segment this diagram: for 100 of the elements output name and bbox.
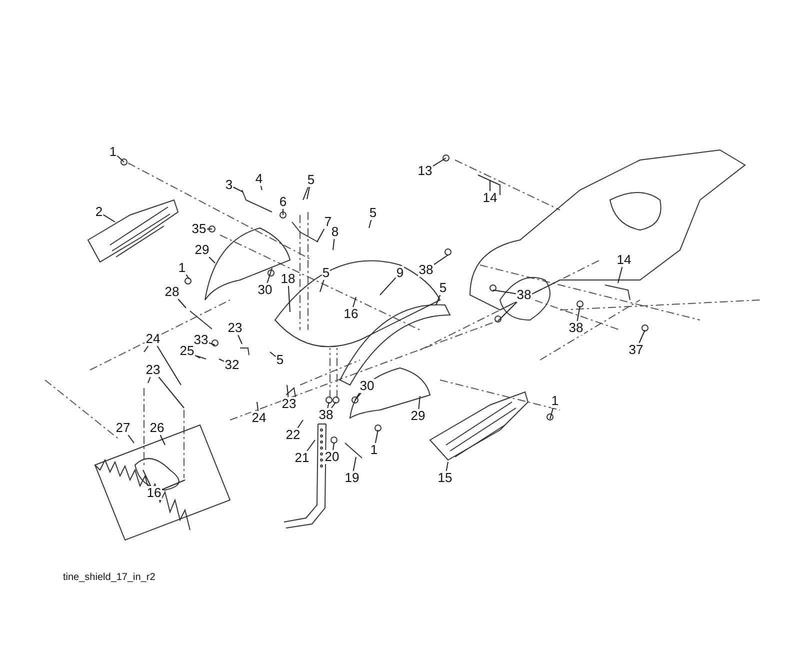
callout-number: 14 [616,253,632,267]
leader-line [102,214,116,222]
leader-line [332,238,335,250]
callout-number: 32 [224,358,240,372]
callout-number: 9 [396,266,404,280]
leader-line [144,346,149,352]
leader-line [156,346,182,386]
leader-line [638,330,646,344]
callout-number: 23 [145,363,161,377]
callout-number: 18 [280,272,296,286]
callout-number: 1 [370,443,378,457]
callout-number: 7 [324,215,332,229]
callout-number: 1 [108,145,118,159]
leader-line [418,396,420,410]
leader-line [142,470,152,486]
callout-number: 5 [438,281,448,295]
leader-line [316,228,325,242]
callout-number: 14 [482,191,498,205]
leader-line [380,277,396,296]
leader-line [436,294,441,306]
leader-line [368,220,372,228]
callout-number: 35 [191,222,207,236]
leader-line [352,296,356,308]
leader-line [128,434,134,444]
leader-line [232,186,244,192]
leader-line [327,402,330,408]
leader-line [352,456,356,472]
leader-line [576,306,580,322]
callout-number: 5 [322,266,330,280]
callout-number: 23 [227,321,243,335]
leader-line [498,302,518,322]
callout-number: 24 [251,411,267,425]
leader-line [618,266,623,284]
callout-number: 22 [285,428,301,442]
leader-line [162,480,186,490]
leader-line [270,352,276,358]
callout-number: 38 [516,288,532,302]
leader-line [286,384,289,398]
leader-line [238,334,242,344]
leader-line [260,186,262,190]
callout-number: 27 [115,421,131,435]
callout-number: 4 [254,172,264,186]
callout-number: 15 [437,471,453,485]
leader-line [178,298,186,308]
callout-number: 26 [149,421,165,435]
callout-number: 2 [94,205,104,219]
leader-line [208,342,216,346]
callout-number: 30 [359,379,375,393]
callout-number: 29 [410,409,426,423]
leader-line [434,254,448,266]
leader-line [218,358,224,362]
callout-number: 16 [146,486,162,500]
leader-line [297,420,304,428]
callout-number: 33 [193,333,209,347]
callout-number: 5 [368,206,378,220]
leader-line [550,408,554,420]
callout-number: 23 [281,397,297,411]
drawing-id-caption: tine_shield_17_in_r2 [63,572,156,583]
leader-line [148,376,151,384]
callout-number: 30 [257,283,273,297]
callout-number: 5 [306,173,316,187]
leader-line [320,280,324,292]
leader-line [256,402,259,412]
callout-number: 37 [628,343,644,357]
callout-number: 20 [324,450,340,464]
callout-number: 19 [344,471,360,485]
leader-line [158,376,184,408]
leader-line [330,402,336,408]
callout-number: 5 [276,353,284,367]
leader-line [306,186,310,200]
callout-number: 29 [194,243,210,257]
leader-line [492,290,516,294]
leader-line [302,186,309,200]
leader-line [446,462,448,472]
leader-line [374,430,378,444]
callout-number: 28 [164,285,180,299]
leader-line [116,155,124,162]
callout-number: 8 [330,225,340,239]
callout-number: 38 [318,408,334,422]
leader-line [288,286,290,312]
callout-number: 38 [418,263,434,277]
leader-line [354,392,362,400]
leader-line [206,228,212,230]
callout-number: 16 [343,307,359,321]
leader-line [160,434,166,446]
leader-line [186,274,190,280]
leader-line [432,158,446,167]
callout-number: 25 [179,344,195,358]
leader-line [282,208,284,216]
leader-line [194,354,200,358]
leader-line [332,442,334,450]
callout-number: 6 [278,195,288,209]
leader-line [208,256,216,264]
callout-number: 38 [568,321,584,335]
callout-number: 13 [417,164,433,178]
callout-number: 3 [224,178,234,192]
callout-number: 1 [178,261,186,275]
leader-line [266,268,272,284]
callout-number: 21 [294,451,310,465]
callout-number: 24 [145,332,161,346]
